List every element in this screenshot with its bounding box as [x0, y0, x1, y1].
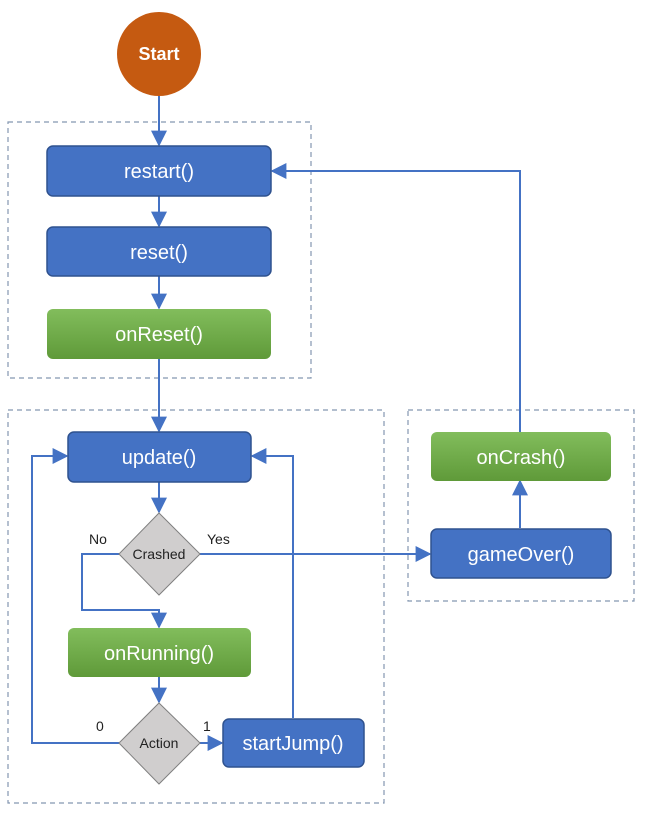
gameover-node: gameOver() [430, 528, 612, 579]
connectors [31, 96, 528, 751]
edge-oncrash-restart [270, 163, 521, 432]
reset-label: reset() [130, 242, 188, 264]
oncrash-label: onCrash() [477, 447, 566, 469]
action-decision: Action [118, 702, 201, 785]
startjump-node: startJump() [222, 718, 365, 768]
restart-node: restart() [46, 145, 272, 197]
onreset-node: onReset() [47, 309, 271, 359]
oncrash-node: onCrash() [431, 432, 611, 481]
label-yes: Yes [207, 531, 230, 547]
reset-node: reset() [46, 226, 272, 277]
edge-action-zero [31, 448, 119, 744]
gameover-label: gameOver() [468, 544, 575, 566]
onreset-label: onReset() [115, 324, 203, 346]
crashed-decision: Crashed [118, 512, 201, 596]
group-loop [7, 409, 385, 804]
label-zero: 0 [96, 718, 104, 734]
crashed-label: Crashed [133, 546, 186, 562]
action-label: Action [140, 735, 179, 751]
update-label: update() [122, 447, 197, 469]
restart-label: restart() [124, 161, 194, 183]
startjump-label: startJump() [242, 733, 343, 755]
group-init [7, 121, 312, 379]
update-node: update() [67, 431, 252, 483]
start-node: Start [117, 12, 201, 96]
edge-crashed-no [81, 553, 167, 629]
label-no: No [89, 531, 107, 547]
onrunning-label: onRunning() [104, 643, 214, 665]
label-one: 1 [203, 718, 211, 734]
onrunning-node: onRunning() [68, 628, 251, 677]
edge-startjump-update [250, 448, 294, 718]
start-label: Start [138, 44, 179, 64]
